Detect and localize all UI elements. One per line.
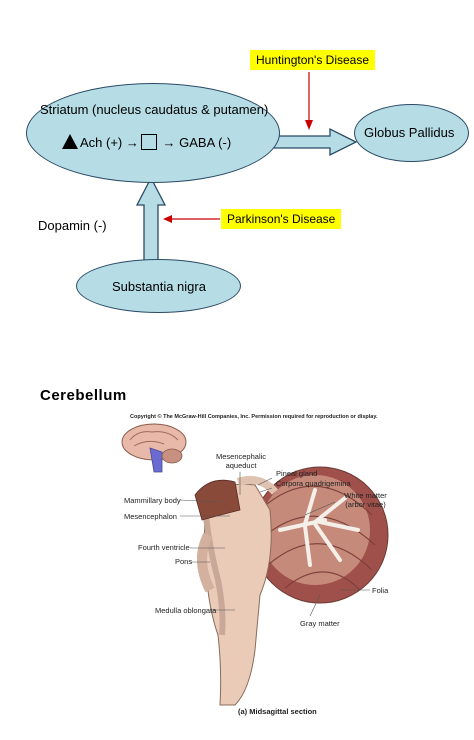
brain-inset: [121, 423, 187, 473]
globus-pallidus-node: [354, 104, 469, 162]
substantia-nigra-label: Substantia nigra: [112, 279, 206, 294]
cerebellum-heading: Cerebellum: [40, 387, 127, 404]
mesencephalic-aqueduct-label: Mesencephalic aqueduct: [216, 452, 267, 470]
gray-matter-label: Gray matter: [300, 619, 340, 628]
figure-caption: (a) Midsagittal section: [238, 707, 317, 716]
pons-label: Pons: [175, 557, 193, 566]
huntington-label: Huntington's Disease: [250, 50, 376, 70]
folia-label: Folia: [372, 586, 389, 595]
right-arrow-icon: →: [125, 135, 139, 150]
mammillary-body-label: Mammillary body: [124, 496, 181, 505]
medulla-oblongata-label: Medulla oblongata: [155, 606, 217, 615]
fourth-ventricle-label: Fourth ventricle: [138, 543, 190, 552]
striatum-title: Striatum (nucleus caudatus & putamen): [40, 102, 269, 117]
dopamin-label: Dopamin (-): [38, 218, 107, 233]
gaba-label: GABA (-): [179, 135, 232, 150]
white-matter-label: White matter (arbor vitae): [344, 491, 387, 509]
ach-label: Ach (+): [80, 135, 123, 150]
nigra-to-striatum-arrow: [135, 176, 167, 271]
corpora-quadrigemina-label: Corpora quadrigemina: [276, 479, 351, 488]
square-icon: [140, 134, 157, 150]
striatum-pathway: Ach (+) → → GABA (-): [62, 134, 231, 150]
pineal-gland-label: Pineal gland: [276, 469, 318, 478]
substantia-nigra-node: [76, 259, 241, 313]
copyright-notice: Copyright © The McGraw-Hill Companies, I…: [130, 414, 378, 420]
mesencephalon-label: Mesencephalon: [124, 512, 177, 521]
parkinson-label: Parkinson's Disease: [221, 209, 342, 229]
striatum-node: [26, 83, 280, 183]
right-arrow-icon: →: [162, 135, 176, 150]
cerebellum-illustration: [121, 423, 389, 706]
triangle-icon: [62, 134, 78, 149]
globus-pallidus-label: Globus Pallidus: [364, 125, 455, 140]
